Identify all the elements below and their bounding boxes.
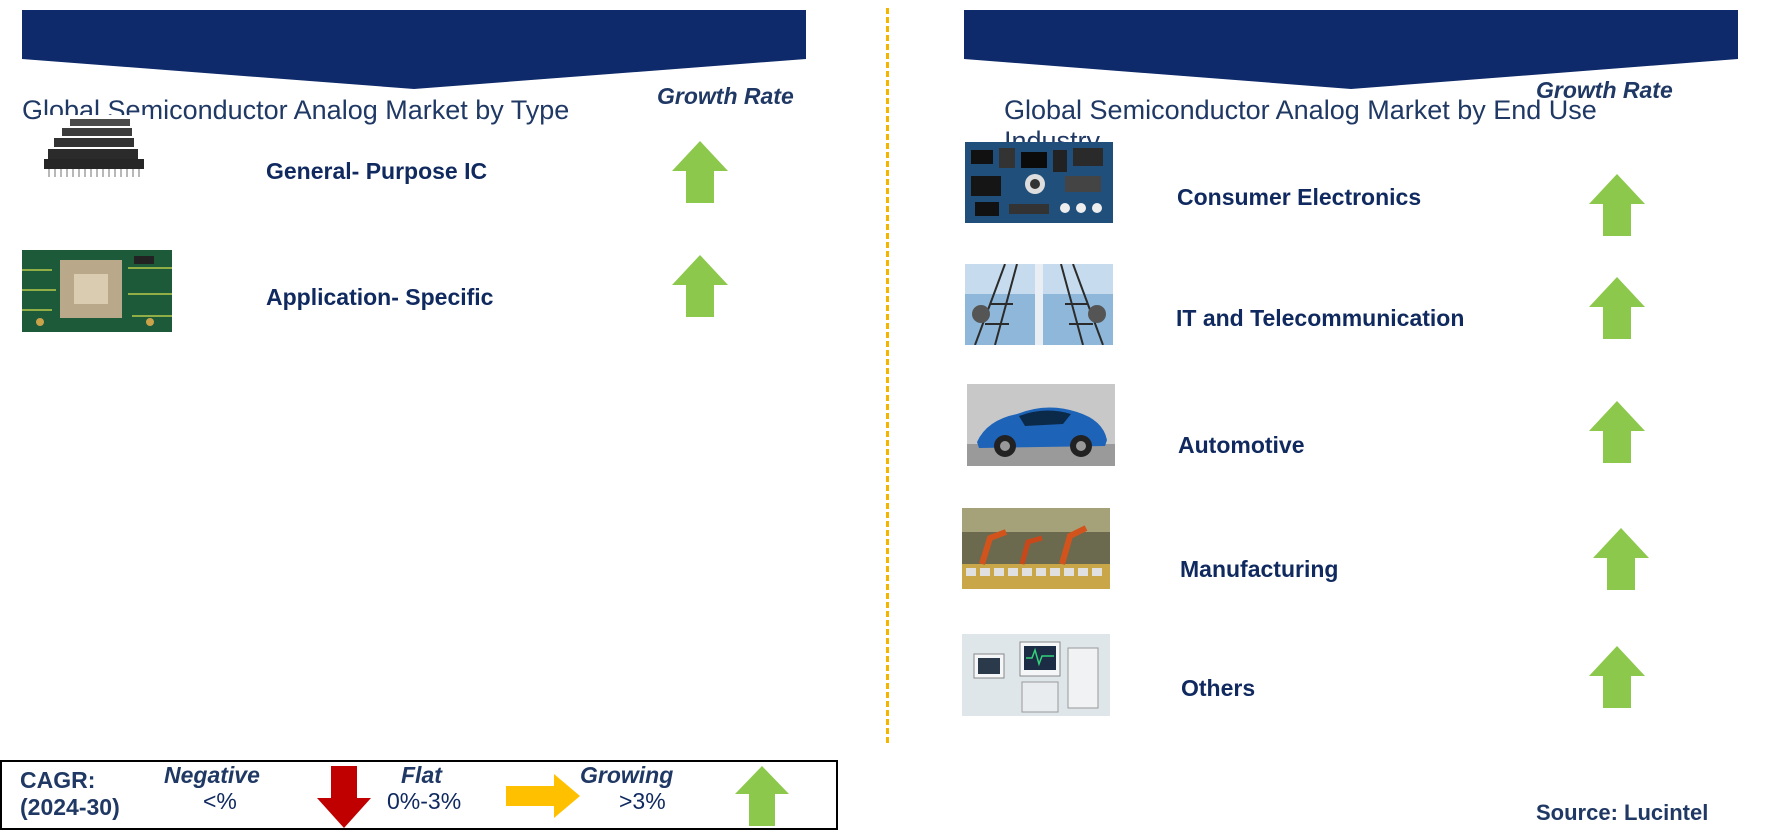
legend-negative-value: <% — [203, 788, 237, 814]
factory-robots-image — [962, 508, 1110, 589]
automotive-car-image — [967, 384, 1115, 466]
industry-label-automotive: Automotive — [1178, 432, 1305, 458]
industry-label-manufacturing: Manufacturing — [1180, 556, 1339, 582]
up-arrow-icon — [1589, 174, 1645, 241]
industry-label-it-and-telecommunication: IT and Telecommunication — [1176, 305, 1465, 331]
consumer-electronics-image — [965, 142, 1113, 223]
left-growth-rate-label: Growth Rate — [657, 83, 794, 109]
section-divider — [886, 8, 889, 743]
legend-growing-value: >3% — [619, 788, 666, 814]
left-banner-shape — [22, 10, 806, 89]
legend-negative-label: Negative — [164, 762, 260, 788]
cagr-legend: CAGR: (2024-30) Negative <% Flat 0%-3% G… — [0, 760, 838, 830]
up-arrow-icon — [1589, 277, 1645, 344]
down-arrow-icon — [317, 766, 371, 833]
up-arrow-icon — [1589, 401, 1645, 468]
industry-label-others: Others — [1181, 675, 1256, 701]
legend-flat-value: 0%-3% — [387, 788, 462, 814]
right-arrow-icon — [506, 774, 580, 823]
up-arrow-icon — [735, 766, 789, 831]
legend-flat-label: Flat — [401, 762, 442, 788]
telecom-towers-image — [965, 264, 1113, 345]
up-arrow-icon — [672, 141, 728, 208]
industry-label-consumer-electronics: Consumer Electronics — [1177, 184, 1422, 210]
right-growth-rate-label: Growth Rate — [1536, 77, 1673, 103]
left-title-banner: Global Semiconductor Analog Market by Ty… — [22, 10, 806, 125]
up-arrow-icon — [1593, 528, 1649, 595]
cagr-period: (2024-30) — [20, 794, 120, 820]
up-arrow-icon — [1589, 646, 1645, 713]
ic-chips-image — [40, 115, 150, 181]
type-label-general-purpose-ic: General- Purpose IC — [266, 158, 488, 184]
source-label: Source: Lucintel — [1536, 800, 1709, 825]
legend-growing-label: Growing — [580, 762, 674, 788]
type-label-application-specific: Application- Specific — [266, 284, 494, 310]
circuit-board-image — [22, 250, 172, 332]
up-arrow-icon — [672, 255, 728, 322]
cagr-label: CAGR: — [20, 767, 96, 793]
medical-equipment-image — [962, 634, 1110, 716]
right-banner-shape — [964, 10, 1738, 89]
